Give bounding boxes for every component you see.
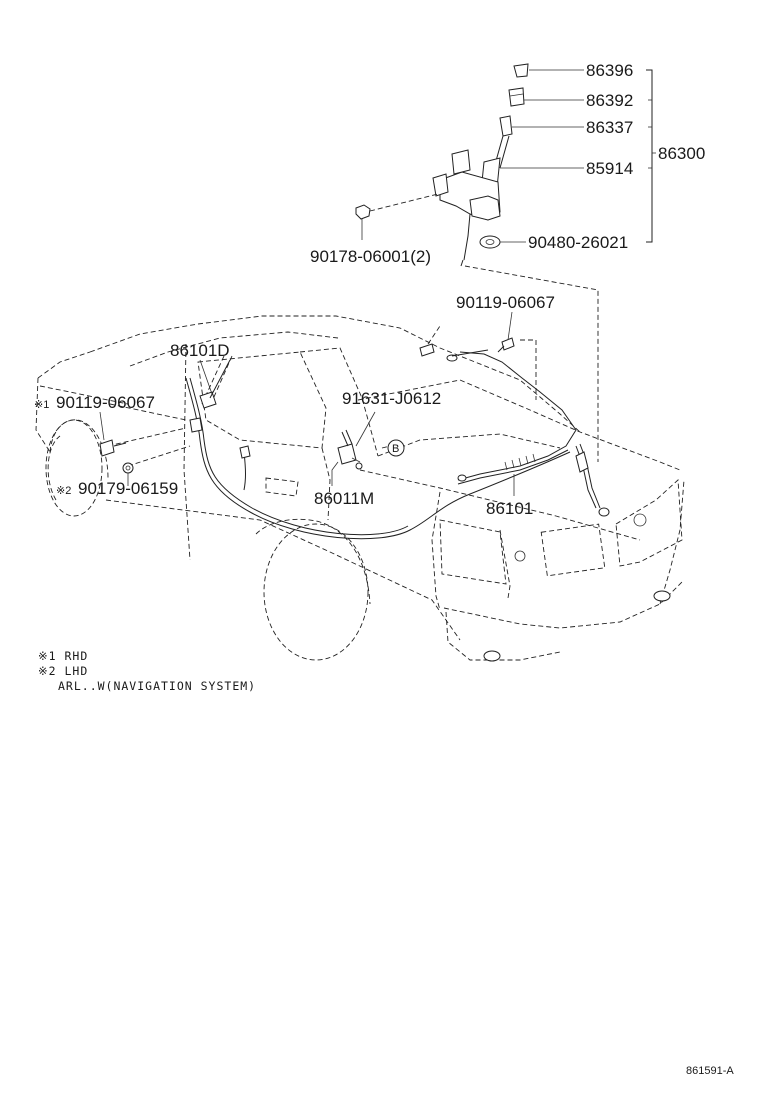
license-plate	[540, 523, 606, 577]
wiring	[107, 325, 610, 540]
car-body	[35, 315, 685, 662]
exhaust-right	[653, 590, 671, 602]
part-86392	[508, 87, 525, 107]
marker-b-circle	[387, 439, 405, 457]
part-90119-06067-left	[99, 439, 115, 457]
callout-86300: 86300	[658, 144, 705, 163]
callout-90178-06001: 90178-06001(2)	[310, 247, 431, 266]
part-90178-06001	[355, 204, 371, 220]
note-lhd: ※2 LHD	[38, 664, 88, 678]
callout-86011M: 86011M	[314, 489, 374, 508]
callout-86101D: 86101D	[170, 341, 230, 360]
part-90480-26021	[479, 235, 501, 249]
mark-lhd: ※2	[56, 485, 71, 497]
callout-leaders	[199, 311, 515, 496]
callout-90119-06067-right: 90119-06067	[456, 293, 555, 312]
cord-86101	[457, 351, 577, 481]
callout-labels: 86396 86392 86337 85914 86300 90480-2602…	[34, 61, 705, 518]
front-wheel	[45, 419, 103, 517]
legend-notes: ※1 RHD ※2 LHD ARL..W(NAVIGATION SYSTEM)	[38, 649, 256, 693]
left-fasteners	[99, 411, 134, 486]
mark-rhd: ※1	[34, 399, 49, 411]
part-91631-J0612	[337, 443, 357, 465]
marker-b: B	[392, 443, 399, 455]
rear-window	[197, 351, 327, 449]
drawing-code: 861591-A	[686, 1065, 734, 1077]
callout-85914: 85914	[586, 159, 633, 178]
leader-lines	[361, 69, 656, 462]
callout-90179-06159: 90179-06159	[78, 479, 178, 498]
part-86337	[499, 115, 513, 137]
note-arl: ARL..W(NAVIGATION SYSTEM)	[58, 679, 256, 693]
part-90179-06159	[122, 462, 134, 474]
callout-86392: 86392	[586, 91, 633, 110]
antenna-assembly	[355, 63, 529, 267]
callout-91631-J0612: 91631-J0612	[342, 389, 441, 408]
callout-86396: 86396	[586, 61, 633, 80]
note-rhd: ※1 RHD	[38, 649, 88, 663]
callout-86101: 86101	[486, 499, 533, 518]
rear-wheel	[263, 523, 369, 661]
callout-90480-26021: 90480-26021	[528, 233, 628, 252]
exhaust-left	[483, 650, 501, 662]
callout-86337: 86337	[586, 118, 633, 137]
part-86396	[513, 63, 529, 78]
trunk-lid	[357, 379, 681, 471]
cord-86101D	[185, 377, 571, 540]
callout-90119-06067-left: 90119-06067	[56, 393, 155, 412]
